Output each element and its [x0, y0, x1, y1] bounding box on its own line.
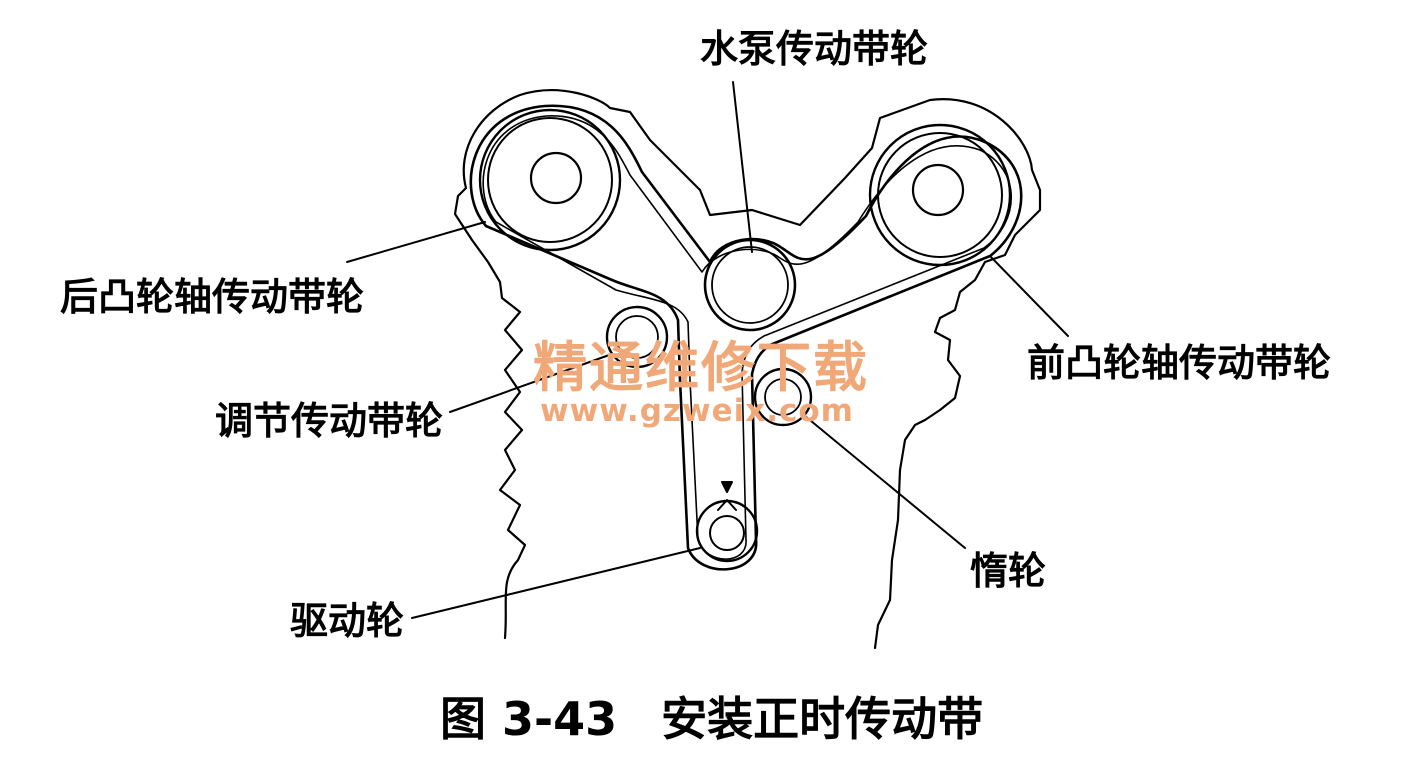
water-pump-pulley-inner [711, 246, 789, 324]
front-camshaft-pulley-ring [877, 132, 1003, 258]
water-pump-pulley-outer [703, 238, 797, 332]
label-front-camshaft-pulley: 前凸轮轴传动带轮 [1027, 341, 1332, 385]
engine-cover-outline [453, 89, 1042, 650]
drive-pulley-hub [709, 515, 745, 551]
label-drive-pulley: 驱动轮 [290, 599, 405, 643]
leader-water-pump [732, 81, 753, 253]
rear-camshaft-pulley-hub [529, 151, 583, 205]
idler-pulley-outer [753, 367, 813, 427]
rear-camshaft-pulley-outer [478, 108, 622, 252]
drive-pulley-outer [695, 499, 759, 563]
front-camshaft-pulley-outer [868, 123, 1012, 267]
leader-drive-pulley [411, 547, 701, 619]
leader-front-camshaft [989, 255, 1069, 337]
leader-rear-camshaft [346, 221, 486, 263]
label-tensioner-pulley: 调节传动带轮 [215, 399, 444, 443]
label-water-pump-pulley: 水泵传动带轮 [700, 27, 929, 71]
drive-pulley-key [717, 499, 737, 511]
leader-tensioner [449, 353, 613, 413]
label-idler-pulley: 惰轮 [970, 549, 1047, 593]
timing-belt-outer [469, 104, 1023, 571]
timing-belt-inner [482, 115, 1013, 560]
figure-title: 安装正时传动带 [661, 692, 984, 746]
front-camshaft-pulley-hub [911, 163, 965, 217]
watermark-url: www.gzweix.com [540, 393, 854, 429]
figure-number: 图 3-43 [440, 692, 618, 746]
timing-mark-arrow [721, 481, 733, 493]
watermark-chinese: 精通维修下载 [533, 335, 869, 399]
tensioner-pulley-inner [615, 315, 659, 359]
rear-camshaft-pulley-ring [487, 117, 613, 243]
tensioner-pulley-outer [605, 305, 669, 369]
idler-pulley-inner [764, 378, 802, 416]
leader-idler [804, 415, 966, 549]
label-rear-camshaft-pulley: 后凸轮轴传动带轮 [60, 275, 365, 319]
